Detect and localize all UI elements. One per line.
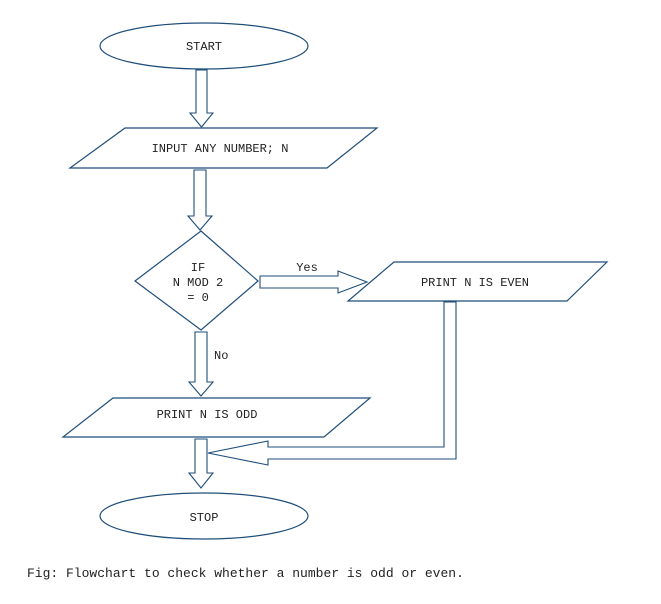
arrow-even-return [207, 301, 457, 466]
no-label: No [214, 349, 228, 363]
arrow-odd-to-stop [187, 438, 215, 489]
figure-caption: Fig: Flowchart to check whether a number… [27, 566, 464, 581]
stop-label: STOP [190, 511, 219, 525]
arrow-start-to-input [188, 69, 215, 128]
input-label: INPUT ANY NUMBER; N [152, 142, 289, 156]
odd-output-parallelogram [61, 397, 372, 438]
start-terminal [99, 22, 309, 70]
even-output-parallelogram [346, 261, 609, 302]
arrow-input-to-decision [186, 169, 214, 231]
decision-diamond [133, 230, 259, 331]
decision-label-line-2: N MOD 2 [173, 276, 223, 290]
input-parallelogram [68, 127, 379, 169]
arrow-no [187, 331, 215, 397]
stop-terminal [99, 492, 309, 540]
arrow-yes [259, 270, 369, 294]
decision-label-line-1: IF [191, 261, 205, 275]
yes-label: Yes [296, 261, 318, 275]
even-output-label: PRINT N IS EVEN [421, 276, 529, 290]
odd-output-label: PRINT N IS ODD [157, 408, 258, 422]
decision-label-line-3: = 0 [187, 291, 209, 305]
start-label: START [186, 40, 222, 54]
